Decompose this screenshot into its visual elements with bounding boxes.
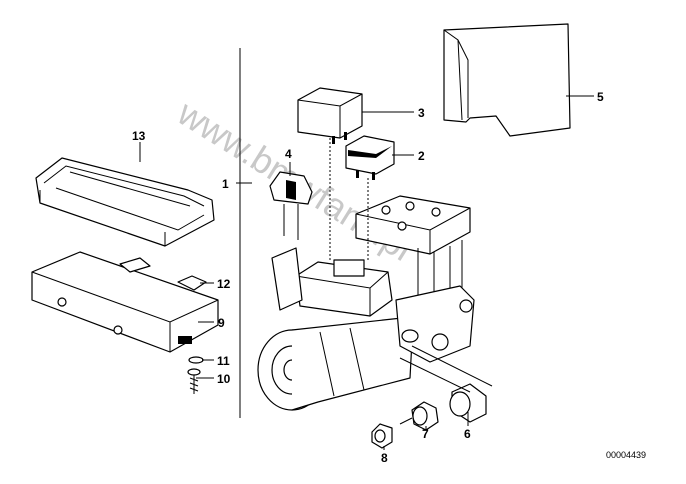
callout-5: 5	[597, 90, 604, 104]
part-washer-11[interactable]	[188, 356, 204, 364]
part-cover-13[interactable]	[35, 157, 215, 247]
reference-code: 00004439	[606, 450, 646, 460]
leader-lines	[139, 95, 594, 450]
callout-2: 2	[418, 149, 425, 163]
part-screw-10[interactable]	[187, 368, 201, 394]
part-hydraulic-unit[interactable]	[257, 195, 475, 411]
callout-7: 7	[422, 427, 429, 441]
part-bracket-4[interactable]	[269, 171, 313, 240]
part-bush-7[interactable]	[399, 401, 439, 431]
callout-12: 12	[217, 277, 231, 291]
callout-3: 3	[418, 106, 425, 120]
callout-6: 6	[464, 427, 471, 441]
callout-13: 13	[132, 129, 146, 143]
callout-9: 9	[218, 316, 225, 330]
part-nut-8[interactable]	[371, 423, 393, 449]
part-relay-2[interactable]	[345, 135, 395, 180]
callout-10: 10	[217, 372, 231, 386]
callout-1: 1	[222, 177, 229, 191]
callout-11: 11	[217, 354, 230, 368]
part-mount-6[interactable]	[449, 383, 487, 423]
part-relay-3[interactable]	[297, 87, 363, 144]
part-clip-12[interactable]	[177, 275, 207, 291]
part-control-unit-9[interactable]	[31, 251, 219, 353]
callout-8: 8	[381, 451, 388, 465]
callout-4: 4	[285, 147, 292, 161]
part-cap-5[interactable]	[443, 23, 571, 137]
